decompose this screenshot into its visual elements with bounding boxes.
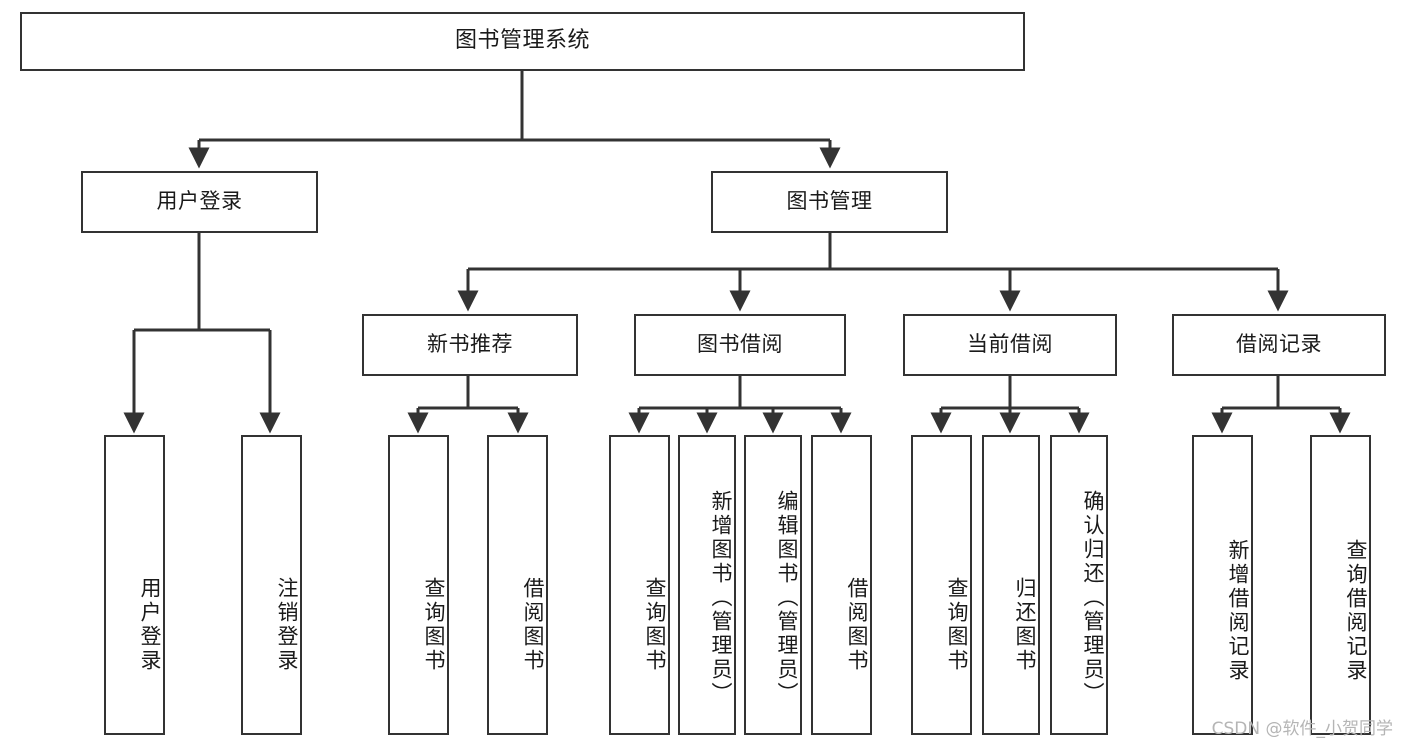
node-current-borrow[interactable]: 当前借阅: [903, 314, 1117, 376]
node-user-login[interactable]: 用户登录: [81, 171, 318, 233]
leaf-user-login-login[interactable]: 用户登录: [104, 435, 165, 735]
leaf-user-login-logout[interactable]: 注销登录: [241, 435, 302, 735]
node-book-borrow[interactable]: 图书借阅: [634, 314, 846, 376]
leaf-current-borrow-return-books[interactable]: 归还图书: [982, 435, 1040, 735]
leaf-book-borrow-query-books[interactable]: 查询图书: [609, 435, 670, 735]
leaf-borrow-record-add-record[interactable]: 新增借阅记录: [1192, 435, 1253, 735]
leaf-book-borrow-add-book-admin[interactable]: 新增图书（管理员）: [678, 435, 736, 735]
leaf-borrow-record-query-record[interactable]: 查询借阅记录: [1310, 435, 1371, 735]
csdn-watermark: CSDN @软件_小贺同学: [1211, 719, 1393, 739]
leaf-book-borrow-borrow-books[interactable]: 借阅图书: [811, 435, 872, 735]
node-borrow-record[interactable]: 借阅记录: [1172, 314, 1386, 376]
leaf-new-book-borrow-books[interactable]: 借阅图书: [487, 435, 548, 735]
node-new-book-recommend[interactable]: 新书推荐: [362, 314, 578, 376]
node-root-system[interactable]: 图书管理系统: [20, 12, 1025, 71]
leaf-current-borrow-confirm-return-admin[interactable]: 确认归还（管理员）: [1050, 435, 1108, 735]
node-book-management[interactable]: 图书管理: [711, 171, 948, 233]
leaf-new-book-query-books[interactable]: 查询图书: [388, 435, 449, 735]
leaf-book-borrow-edit-book-admin[interactable]: 编辑图书（管理员）: [744, 435, 802, 735]
leaf-current-borrow-query-books[interactable]: 查询图书: [911, 435, 972, 735]
